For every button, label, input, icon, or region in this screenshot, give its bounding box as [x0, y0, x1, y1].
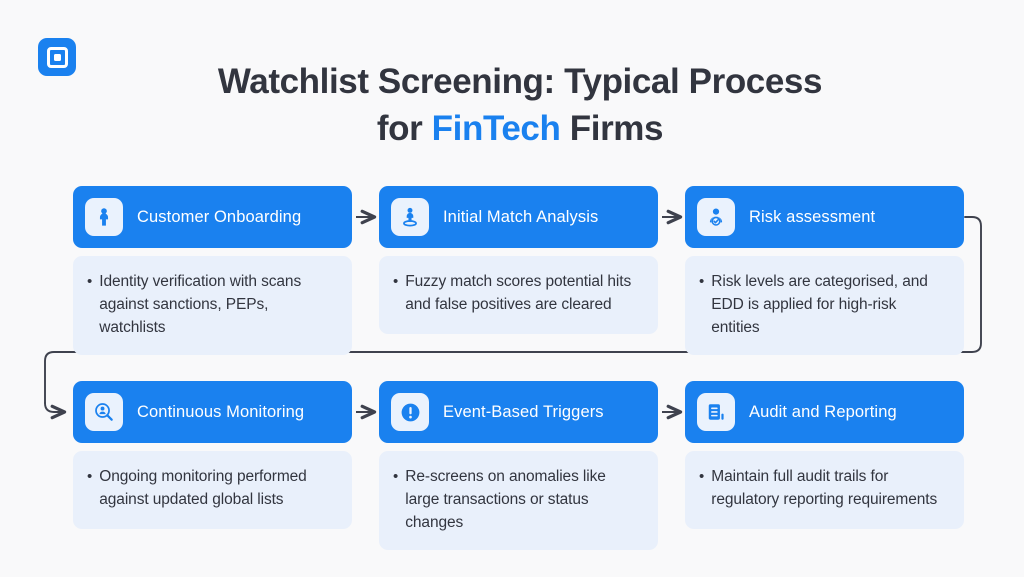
alert-exclamation-icon — [391, 393, 429, 431]
step-bullet-text: Risk levels are categorised, and EDD is … — [711, 273, 928, 336]
step-card-event-based-triggers[interactable]: Event-Based Triggers • Re-screens on ano… — [379, 381, 658, 550]
person-verified-icon — [697, 198, 735, 236]
logo-outer-square-icon — [46, 46, 68, 68]
step-body: • Maintain full audit trails for regulat… — [685, 451, 964, 529]
person-icon — [85, 198, 123, 236]
step-header[interactable]: Customer Onboarding — [73, 186, 352, 248]
page-title-line-1: Watchlist Screening: Typical Process — [217, 62, 823, 101]
step-bullet-text: Maintain full audit trails for regulator… — [711, 468, 938, 508]
step-bullet-text: Fuzzy match scores potential hits and fa… — [405, 273, 632, 313]
step-card-risk-assessment[interactable]: Risk assessment • Risk levels are catego… — [685, 186, 964, 355]
step-card-initial-match-analysis[interactable]: Initial Match Analysis • Fuzzy match sco… — [379, 186, 658, 334]
bullet-glyph: • — [699, 468, 705, 485]
step-header[interactable]: Risk assessment — [685, 186, 964, 248]
step-card-customer-onboarding[interactable]: Customer Onboarding • Identity verificat… — [73, 186, 352, 355]
bullet-glyph: • — [87, 273, 93, 290]
step-body: • Risk levels are categorised, and EDD i… — [685, 256, 964, 355]
step-header[interactable]: Initial Match Analysis — [379, 186, 658, 248]
step-header[interactable]: Audit and Reporting — [685, 381, 964, 443]
document-report-icon — [697, 393, 735, 431]
page-title-line-2-suffix: Firms — [560, 109, 664, 149]
step-bullet-text: Identity verification with scans against… — [99, 273, 302, 336]
brand-logo — [38, 38, 76, 76]
step-title: Customer Onboarding — [137, 207, 302, 226]
step-title: Event-Based Triggers — [443, 402, 604, 421]
bullet-glyph: • — [699, 273, 705, 290]
step-body: • Ongoing monitoring performed against u… — [73, 451, 352, 529]
step-body: • Identity verification with scans again… — [73, 256, 352, 355]
step-title: Initial Match Analysis — [443, 207, 599, 226]
step-card-continuous-monitoring[interactable]: Continuous Monitoring • Ongoing monitori… — [73, 381, 352, 529]
bullet-glyph: • — [87, 468, 93, 485]
page-title: Watchlist Screening: Typical Process for… — [140, 58, 900, 153]
logo-inner-square-icon — [53, 53, 61, 61]
bullet-glyph: • — [393, 468, 399, 485]
step-bullet-text: Re-screens on anomalies like large trans… — [405, 468, 606, 531]
step-title: Risk assessment — [749, 207, 876, 226]
step-body: • Re-screens on anomalies like large tra… — [379, 451, 658, 550]
person-on-platform-icon — [391, 198, 429, 236]
step-bullet-text: Ongoing monitoring performed against upd… — [99, 468, 307, 508]
page-title-line-2-prefix: for — [376, 109, 432, 149]
person-search-icon — [85, 393, 123, 431]
step-body: • Fuzzy match scores potential hits and … — [379, 256, 658, 334]
step-card-audit-and-reporting[interactable]: Audit and Reporting • Maintain full audi… — [685, 381, 964, 529]
step-title: Audit and Reporting — [749, 402, 897, 421]
step-header[interactable]: Continuous Monitoring — [73, 381, 352, 443]
step-header[interactable]: Event-Based Triggers — [379, 381, 658, 443]
step-title: Continuous Monitoring — [137, 402, 305, 421]
bullet-glyph: • — [393, 273, 399, 290]
page-title-accent: FinTech — [431, 109, 561, 149]
